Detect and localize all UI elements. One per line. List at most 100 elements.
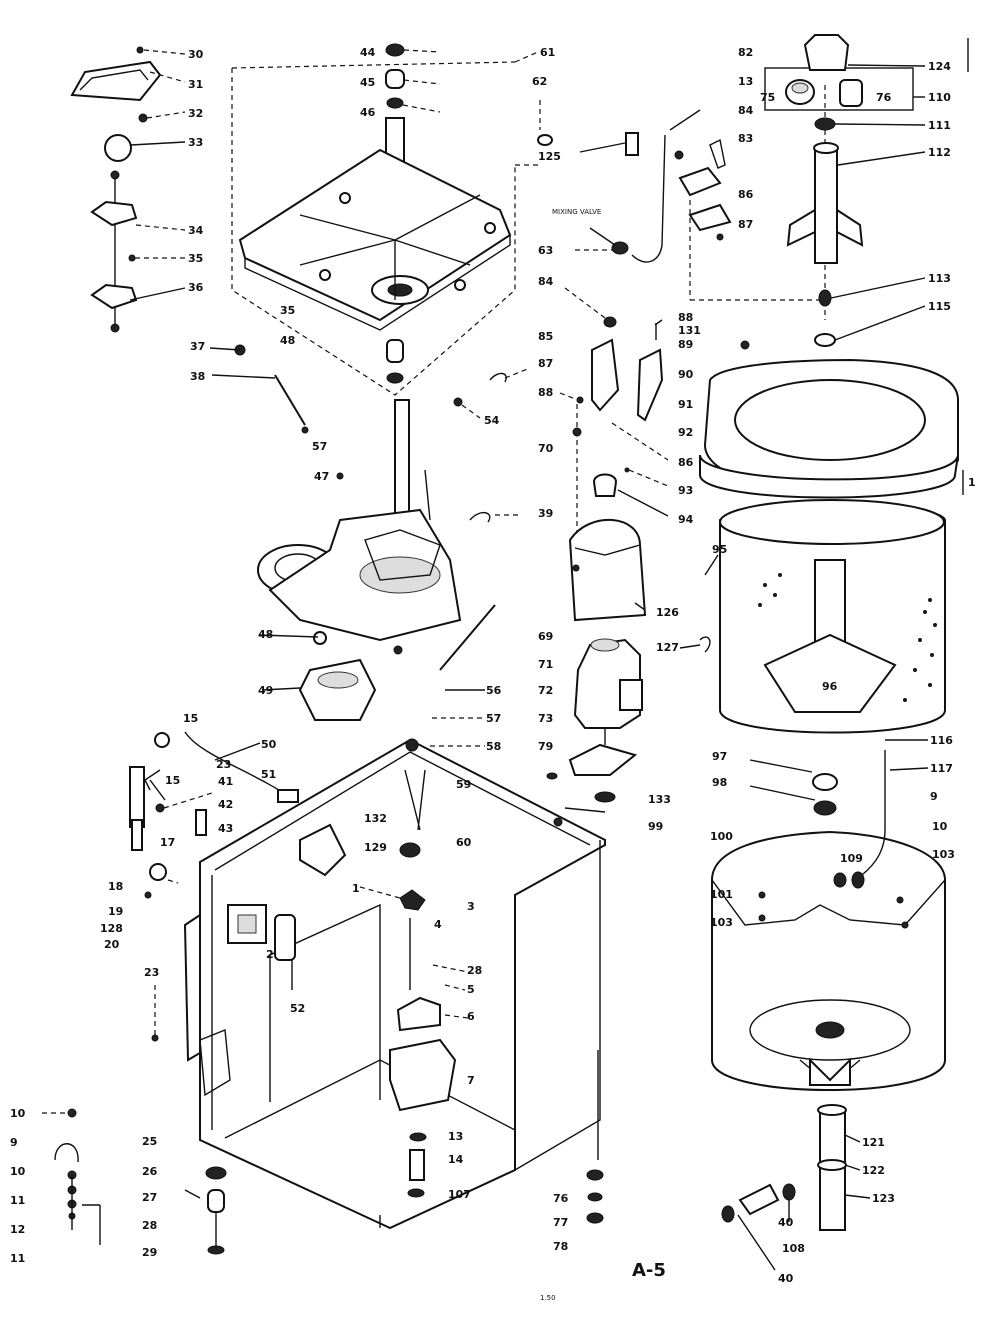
callout-46: 46 [360, 106, 376, 119]
callout-32: 32 [188, 107, 203, 120]
water-inlet-and-pump [489, 85, 826, 813]
callout-15b: 15 [165, 774, 180, 787]
callout-132: 132 [364, 812, 387, 825]
callout-87b: 87 [538, 357, 553, 370]
callout-19: 19 [108, 905, 123, 918]
callout-95: 95 [712, 543, 727, 556]
callout-60: 60 [456, 836, 472, 849]
callout-83: 83 [738, 132, 753, 145]
callout-127: 127 [656, 641, 679, 654]
callout-labels: 30 31 32 33 34 35 36 37 38 57 44 45 46 6… [10, 46, 976, 1302]
callout-9b: 9 [930, 790, 938, 803]
callout-125: 125 [538, 150, 561, 163]
callout-78: 78 [553, 1240, 568, 1253]
callout-40: 40 [778, 1216, 794, 1229]
callout-35: 35 [188, 252, 203, 265]
callout-31: 31 [188, 78, 203, 91]
callout-34: 34 [188, 224, 204, 237]
callout-7: 7 [467, 1074, 475, 1087]
callout-59: 59 [456, 778, 471, 791]
callout-115: 115 [928, 300, 951, 313]
callout-86b: 86 [678, 456, 694, 469]
callout-129: 129 [364, 841, 387, 854]
callout-27: 27 [142, 1191, 157, 1204]
callout-79: 79 [538, 740, 553, 753]
agitator-and-hub [764, 34, 914, 347]
leader-lines [679, 64, 929, 1271]
callout-109: 109 [840, 852, 863, 865]
callout-18: 18 [108, 880, 123, 893]
callout-54: 54 [484, 414, 500, 427]
callout-100: 100 [710, 830, 733, 843]
callout-28b: 28 [142, 1219, 157, 1232]
figure-code: A-5 [632, 1260, 666, 1281]
callout-25: 25 [142, 1135, 157, 1148]
callout-76: 76 [553, 1192, 569, 1205]
callout-9: 9 [10, 1136, 18, 1149]
callout-92: 92 [678, 426, 693, 439]
callout-5: 5 [467, 983, 475, 996]
callout-111: 111 [928, 119, 951, 132]
callout-96: 96 [822, 680, 838, 693]
callout-13: 13 [448, 1130, 463, 1143]
callout-71: 71 [538, 658, 553, 671]
callout-40b: 40 [778, 1272, 794, 1285]
leveling-legs [184, 1166, 604, 1255]
callout-133: 133 [648, 793, 671, 806]
callout-29: 29 [142, 1246, 157, 1259]
callout-107: 107 [448, 1188, 471, 1201]
callout-101: 101 [710, 888, 733, 901]
callout-113: 113 [928, 272, 951, 285]
callout-84b: 84 [538, 275, 554, 288]
callout-6: 6 [467, 1010, 475, 1023]
callout-1: 1 [352, 882, 360, 895]
callout-39: 39 [538, 507, 553, 520]
callout-10b: 10 [932, 820, 948, 833]
callout-48: 48 [258, 628, 273, 641]
small-mark: 1.50 [540, 1294, 556, 1302]
callout-37: 37 [190, 340, 205, 353]
drain-hose-left [209, 344, 481, 434]
callout-117: 117 [930, 762, 953, 775]
callout-1b: 1 [968, 476, 976, 489]
callout-11b: 11 [10, 1252, 25, 1265]
callout-88: 88 [678, 311, 693, 324]
spin-tub-assembly [699, 358, 959, 734]
callout-17: 17 [160, 836, 175, 849]
callout-97: 97 [712, 750, 727, 763]
callout-15: 15 [183, 712, 198, 725]
lid-hinge-assembly [70, 46, 186, 333]
callout-131: 131 [678, 324, 701, 337]
callout-10a: 10 [10, 1107, 26, 1120]
callout-57: 57 [486, 712, 501, 725]
callout-36: 36 [188, 281, 204, 294]
callout-35b: 35 [280, 304, 295, 317]
callout-50: 50 [261, 738, 277, 751]
callout-10: 10 [10, 1165, 26, 1178]
callout-76b: 76 [876, 91, 892, 104]
callout-42: 42 [218, 798, 233, 811]
callout-88b: 88 [538, 386, 553, 399]
callout-63: 63 [538, 244, 553, 257]
callout-122: 122 [862, 1164, 885, 1177]
callout-28: 28 [467, 964, 482, 977]
small-hardware-left [42, 1108, 101, 1245]
callout-73: 73 [538, 712, 553, 725]
callout-121: 121 [862, 1136, 885, 1149]
callout-69: 69 [538, 630, 553, 643]
callout-110: 110 [928, 91, 951, 104]
callout-128: 128 [100, 922, 123, 935]
transmission-gearcase [257, 399, 520, 747]
callout-26: 26 [142, 1165, 158, 1178]
callout-11: 11 [10, 1194, 25, 1207]
callout-44: 44 [360, 46, 376, 59]
callout-90: 90 [678, 368, 694, 381]
callout-47: 47 [314, 470, 329, 483]
callout-41: 41 [218, 775, 233, 788]
callout-98: 98 [712, 776, 727, 789]
callout-2: 2 [266, 948, 274, 961]
transmission-plate-assembly [231, 43, 553, 396]
callout-30: 30 [188, 48, 204, 61]
callout-13b: 13 [738, 75, 753, 88]
